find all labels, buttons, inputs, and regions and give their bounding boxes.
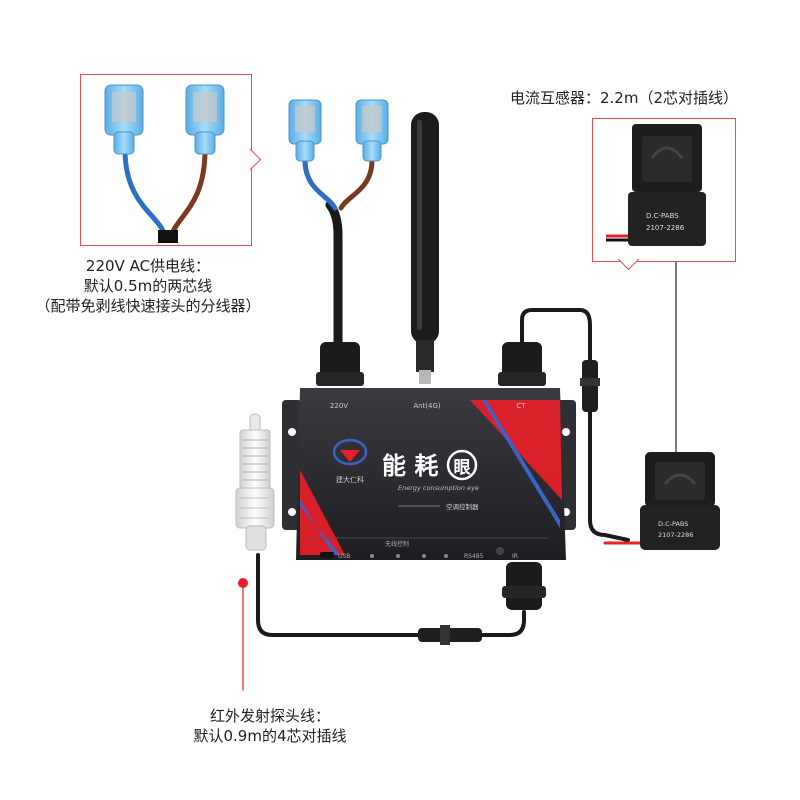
front-label-ir: IR [512, 553, 518, 560]
controller-device: 220V Ant(4G) CT 建大仁科 能 耗 眼 Energy consum… [282, 388, 576, 560]
power-caption-line3: （配带免剥线快速接头的分线器） [35, 297, 261, 315]
power-caption-line1: 220V AC供电线： [85, 257, 211, 275]
ct-label2: 2107-2286 [658, 531, 693, 539]
power-connector-right [355, 99, 389, 162]
power-caption-line2: 默认0.5m的两芯线 [83, 277, 213, 295]
ct-closeup-front-label1: D.C-PABS [646, 212, 679, 220]
ir-cable-marker [238, 578, 248, 588]
brand-badge: 眼 [454, 458, 471, 478]
ct-label1: D.C-PABS [658, 520, 688, 528]
ct-gland [498, 342, 546, 386]
callout-contents: D.C-PABS 2107-2286 [104, 84, 706, 246]
device-subtitle: 空调控制器 [446, 502, 479, 511]
cables [242, 157, 677, 691]
front-label-usb: USB [338, 553, 350, 560]
front-label-wireless: 无线控制 [385, 540, 409, 548]
ir-inline-connector [418, 625, 482, 645]
logo-text: 建大仁科 [336, 475, 364, 484]
ct-sensor: D.C-PABS 2107-2286 [640, 452, 720, 550]
port-label-power: 220V [330, 402, 348, 410]
ct-closeup-front: D.C-PABS 2107-2286 [606, 124, 706, 246]
ir-gland [502, 562, 546, 610]
brand-logo: 建大仁科 [332, 438, 368, 484]
ir-cable-caption: 红外发射探头线： 默认0.9m的4芯对插线 [170, 706, 370, 746]
port-label-antenna: Ant(4G) [413, 402, 441, 410]
ct-closeup-front-label2: 2107-2286 [646, 224, 685, 232]
ct-inline-connector [580, 360, 600, 412]
ir-probe [235, 413, 275, 551]
power-cable-closeup-front [104, 84, 225, 243]
power-cable-caption: 220V AC供电线： 默认0.5m的两芯线 （配带免剥线快速接头的分线器） [0, 256, 296, 316]
brand-name: 能 耗 [382, 452, 438, 480]
port-label-ct: CT [516, 402, 526, 410]
ct-cable-caption: 电流互感器：2.2m（2芯对插线） [510, 89, 739, 107]
ir-caption-line1: 红外发射探头线： [209, 707, 330, 725]
ir-caption-line2: 默认0.9m的4芯对插线 [193, 727, 347, 745]
brand-en: Energy consumption eye [398, 484, 479, 492]
power-gland [316, 342, 364, 386]
power-connector-left [288, 99, 322, 162]
front-label-rs485: RS485 [464, 553, 484, 560]
antenna [411, 112, 439, 384]
